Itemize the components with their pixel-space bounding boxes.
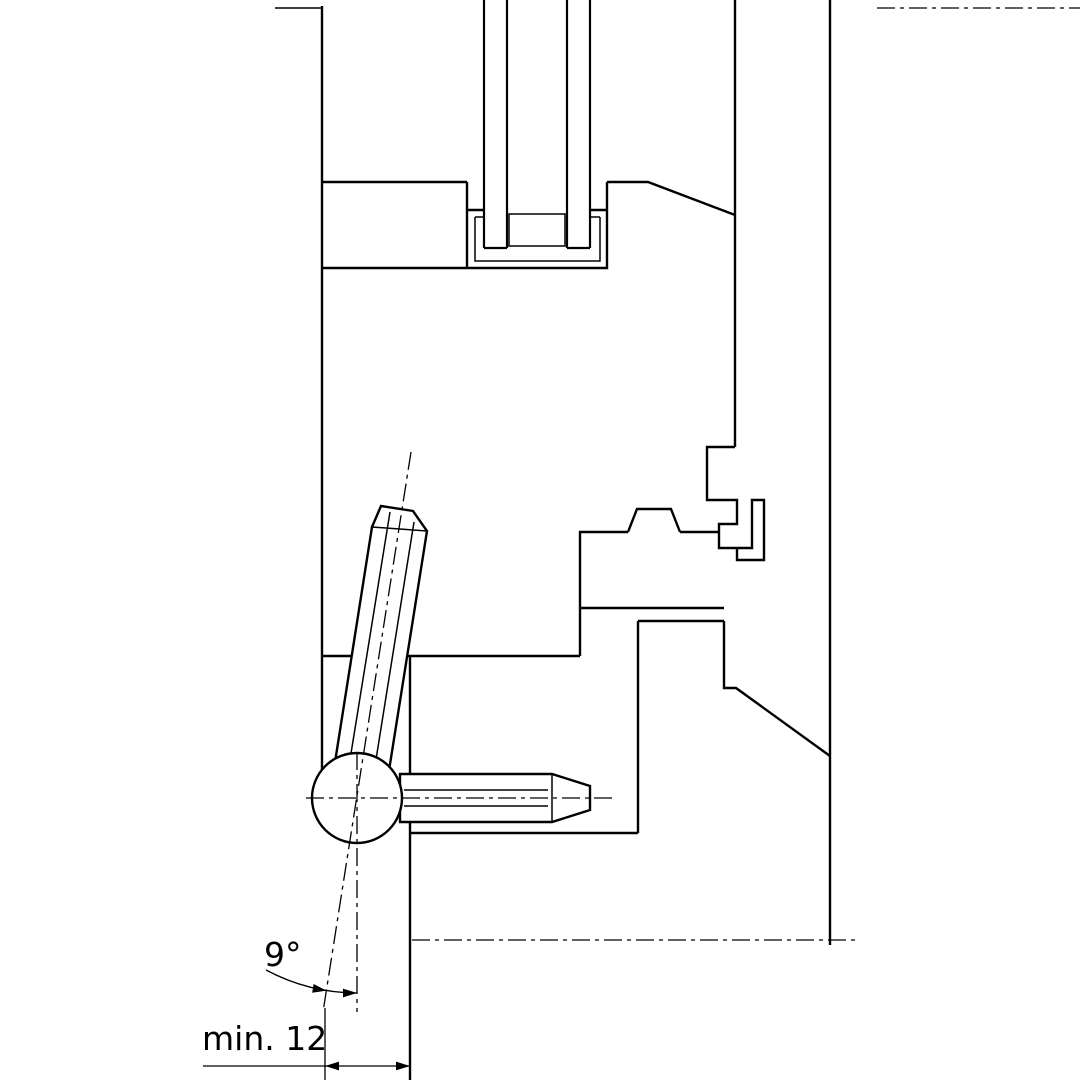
min-distance-arrow-left <box>325 1061 339 1071</box>
sash-top-edge <box>322 180 736 217</box>
sash-bottom-web <box>578 507 719 656</box>
frame-rebate-step <box>410 621 640 835</box>
angle-arrow-left <box>312 984 327 993</box>
glass-pane-outer <box>482 0 509 250</box>
glass-spacer <box>508 213 566 247</box>
rebate-gap-lines <box>580 606 724 623</box>
angle-dimension-label: 9° <box>264 935 302 974</box>
hinge-assembly <box>310 504 592 845</box>
min-distance-arrow-right <box>396 1061 410 1071</box>
min-distance-label: min. 12 <box>202 1019 327 1058</box>
sash-step-and-gasket-clip <box>705 445 766 562</box>
glass-unit <box>482 0 592 250</box>
frame-profile <box>408 0 832 1080</box>
glazing-channel-inner <box>474 216 601 262</box>
glass-pane-inner <box>565 0 592 250</box>
arm-pin-axis <box>322 451 412 1013</box>
angle-dimension: 9° <box>264 935 358 998</box>
centerlines <box>306 7 1080 1013</box>
angle-arrow-right <box>343 988 357 998</box>
frame-upstand-and-slope <box>722 621 831 757</box>
sash-profile <box>320 0 766 790</box>
hinge-frame-pin-detail <box>404 774 553 822</box>
linear-dimension: min. 12 <box>202 1008 410 1080</box>
glazing-channel <box>322 182 609 270</box>
